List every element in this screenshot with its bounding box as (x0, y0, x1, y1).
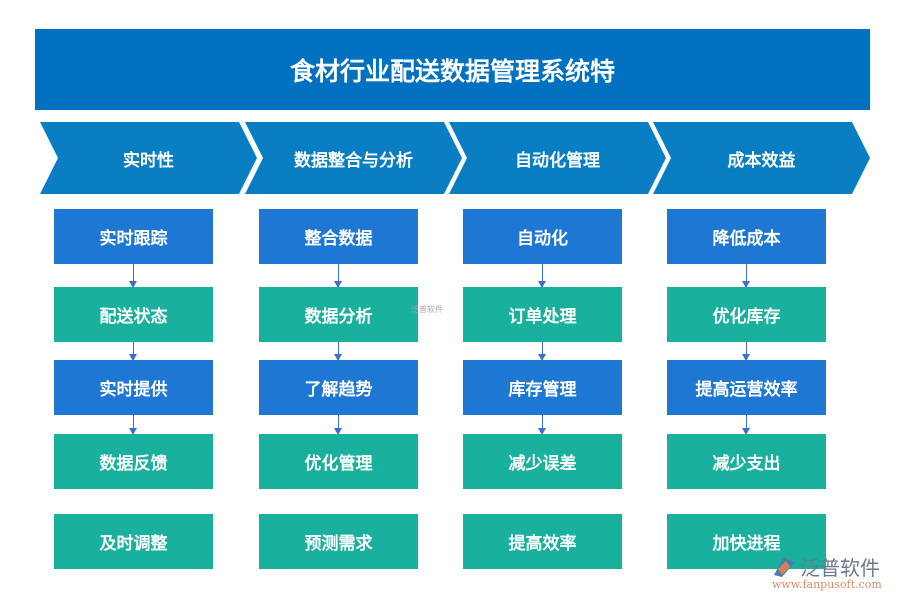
feature-box: 优化管理 (259, 434, 418, 489)
brand-logo: 泛普软件 (770, 552, 880, 581)
down-arrow-icon (742, 264, 750, 288)
page-title: 食材行业配送数据管理系统特 (35, 29, 870, 110)
center-watermark: 泛普软件 (411, 305, 443, 314)
column-heading: 自动化管理 (449, 122, 666, 194)
down-arrow-icon (742, 342, 750, 361)
fanpu-logo-icon (774, 556, 794, 577)
feature-box: 加快进程 (667, 514, 826, 569)
feature-box: 实时跟踪 (54, 209, 213, 264)
down-arrow-icon (334, 415, 342, 435)
feature-box: 数据分析 (259, 287, 418, 342)
feature-box: 库存管理 (463, 360, 622, 415)
feature-box: 配送状态 (54, 287, 213, 342)
feature-box: 提高运营效率 (667, 360, 826, 415)
column-heading: 数据整合与分析 (245, 122, 462, 194)
feature-box: 了解趋势 (259, 360, 418, 415)
column-heading: 成本效益 (653, 122, 870, 194)
brand-name: 泛普软件 (800, 556, 880, 580)
feature-box: 实时提供 (54, 360, 213, 415)
feature-box: 减少误差 (463, 434, 622, 489)
feature-box: 及时调整 (54, 514, 213, 569)
down-arrow-icon (129, 264, 137, 288)
down-arrow-icon (334, 342, 342, 361)
feature-box: 降低成本 (667, 209, 826, 264)
down-arrow-icon (538, 342, 546, 361)
feature-box: 订单处理 (463, 287, 622, 342)
down-arrow-icon (334, 264, 342, 288)
down-arrow-icon (742, 415, 750, 435)
column-heading: 实时性 (40, 122, 257, 194)
feature-box: 整合数据 (259, 209, 418, 264)
feature-box: 优化库存 (667, 287, 826, 342)
down-arrow-icon (129, 415, 137, 435)
feature-box: 减少支出 (667, 434, 826, 489)
down-arrow-icon (129, 342, 137, 361)
feature-box: 数据反馈 (54, 434, 213, 489)
feature-box: 预测需求 (259, 514, 418, 569)
feature-box: 自动化 (463, 209, 622, 264)
down-arrow-icon (538, 415, 546, 435)
feature-box: 提高效率 (463, 514, 622, 569)
brand-url: www.fanpusoft.com (772, 578, 882, 591)
down-arrow-icon (538, 264, 546, 288)
